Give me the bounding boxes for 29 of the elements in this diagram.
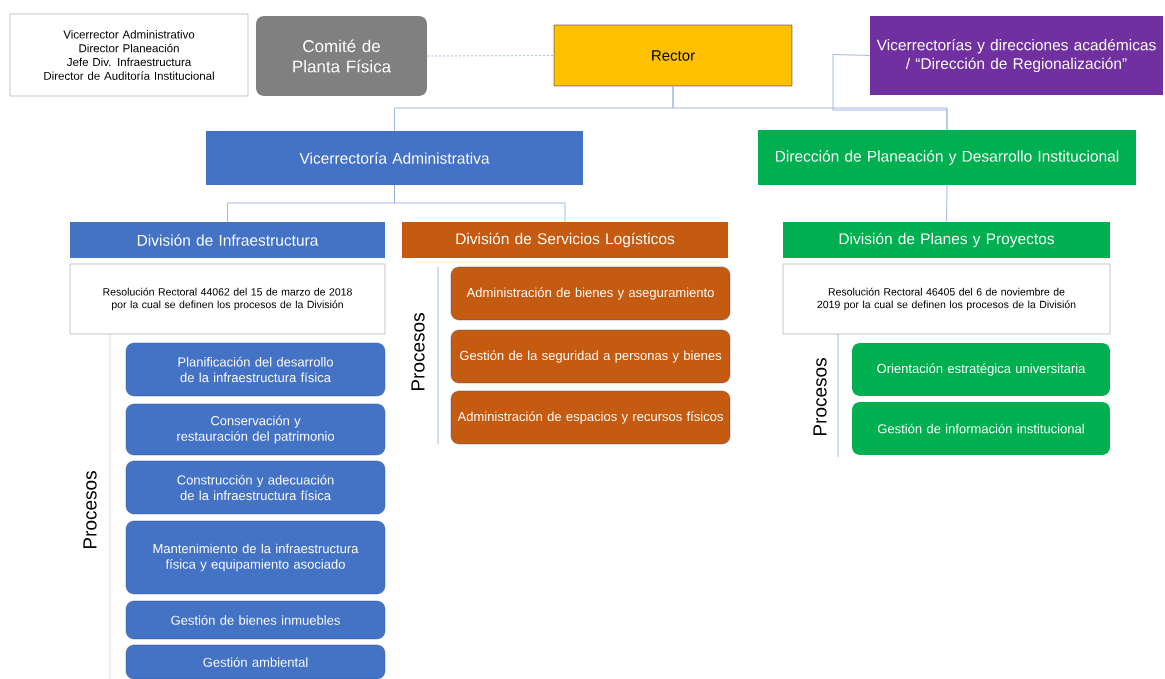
org-box: División de Planes y Proyectos [783,222,1110,258]
process-box: Gestión ambiental [125,644,386,679]
processes-label: Procesos [411,313,425,391]
org-box: División de Servicios Logísticos [402,222,728,258]
process-box: Gestión de bienes inmuebles [125,600,386,640]
process-box: Construcción y adecuación de la infraestructura física [125,460,386,515]
process-box: Administración de espacios y recursos físicos [450,390,731,445]
org-box: Dirección de Planeación y Desarrollo Institucional [758,130,1136,185]
process-box: Planificación del desarrollo de la infraestructura física [125,342,386,397]
resolution-note: Resolución Rectoral 44062 del 15 de marzo de 2018 por la cual se definen los procesos de la División [69,263,386,335]
org-box: Vicerrectoría Administrativa [206,131,583,185]
process-box: Gestión de información institucional [852,402,1110,455]
org-box: División de Infraestructura [70,222,385,258]
committee-box: Comité de Planta Física [256,16,427,96]
process-box: Gestión de la seguridad a personas y bienes [450,329,731,384]
membership-box: Vicerrector Administrativo Director Planeación Jefe Div. Infraestructura Director de Auditoría Institucional [9,13,249,97]
process-box: Conservación y restauración del patrimonio [125,403,386,456]
connector-line [426,55,555,57]
connector-line [394,184,566,223]
process-box: Orientación estratégica universitaria [852,343,1110,396]
process-box: Mantenimiento de la infraestructura física y equipamiento asociado [125,520,386,595]
connector-line [946,184,948,223]
process-box: Administración de bienes y aseguramiento [450,266,731,321]
org-box: Vicerrectorías y direcciones académicas / “Dirección de Regionalización” [870,16,1163,95]
processes-label: Procesos [83,471,97,549]
resolution-note: Resolución Rectoral 46405 del 6 de noviembre de 2019 por la cual se definen los procesos de la División [782,263,1111,335]
connector-line [832,54,948,131]
org-box: Rector [553,24,793,87]
processes-label: Procesos [813,358,827,436]
